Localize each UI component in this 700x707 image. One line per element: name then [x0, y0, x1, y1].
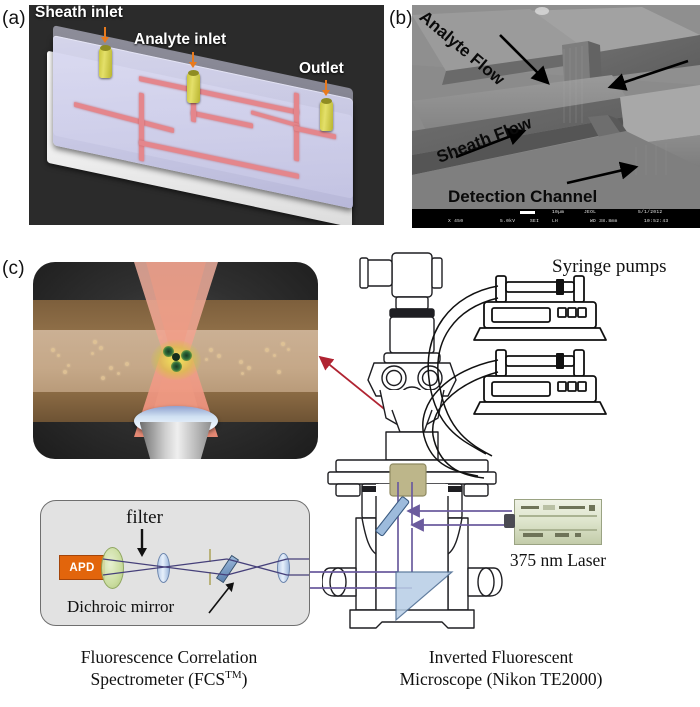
scope-dichroic-mirror: [375, 496, 410, 537]
sem-micrograph-graphic: [412, 5, 700, 228]
particle: [101, 376, 105, 380]
laser-output-aperture: [504, 514, 515, 528]
sem-time: 10:52:43: [644, 219, 669, 224]
laser-detail: [575, 533, 581, 537]
particle: [273, 354, 276, 357]
outlet-label: Outlet: [299, 60, 344, 77]
particle: [281, 342, 285, 346]
detection-channel-arrow-icon: [566, 161, 639, 185]
objective-barrel: [139, 422, 212, 459]
particle: [239, 360, 243, 364]
panel-b-sem-image: Analyte Flow Sheath Flow Detection Chann…: [412, 5, 700, 228]
fcs-internal-rays: [102, 558, 309, 614]
filter-label: filter: [126, 507, 163, 528]
sem-working-distance: WD 38.8mm: [590, 219, 618, 224]
sem-signal: SEI: [530, 219, 540, 224]
particle: [277, 370, 281, 374]
laser-detail: [519, 515, 597, 517]
focus-particle: [171, 361, 182, 372]
particle: [109, 366, 113, 370]
apd-detector: APD: [59, 555, 105, 580]
sheath-flow-arrow-icon: [455, 128, 527, 159]
scope-prism: [395, 571, 454, 622]
laser-focus-inset: [33, 262, 318, 459]
particle: [287, 348, 290, 351]
fcs-caption-line1: Fluorescence Correlation: [80, 647, 258, 667]
sem-magnification: X 450: [448, 219, 464, 224]
focus-particle: [163, 346, 174, 357]
particle: [265, 348, 269, 352]
sem-scale-bar-icon: [520, 211, 535, 214]
focus-particle-core: [172, 353, 180, 361]
sheath-inlet-label: Sheath inlet: [35, 5, 123, 21]
panel-b-label: (b): [389, 8, 413, 29]
sem-scale-value: 10µm: [552, 210, 565, 215]
laser-detail: [523, 533, 543, 537]
sem-flow-arrows: [455, 34, 689, 185]
microscope-caption-line1: Inverted Fluorescent: [428, 647, 574, 667]
panel-a-label: (a): [2, 8, 26, 29]
uv-laser-module: [504, 499, 602, 545]
pinhole-top: [209, 549, 211, 562]
channel-loop-left: [139, 92, 144, 162]
sem-date: 5/1/2012: [638, 210, 663, 215]
outflow-arrow-icon: [607, 59, 689, 91]
laser-detail: [519, 529, 597, 531]
microscope-caption-line2: Microscope (Nikon TE2000): [399, 669, 603, 690]
sem-voltage: 5.0kV: [500, 219, 516, 224]
particle: [91, 352, 94, 355]
particle: [57, 354, 60, 357]
port-outlet: [320, 98, 333, 131]
particle: [99, 346, 103, 350]
particle: [217, 354, 221, 358]
focus-particle: [181, 350, 192, 361]
fcs-caption-line2-pre: Spectrometer (FCS: [90, 669, 226, 690]
laser-detail: [521, 506, 539, 509]
dichroic-mirror-label: Dichroic mirror: [67, 597, 175, 616]
particle: [117, 372, 120, 375]
sem-info-bar: 10µm JEOL 5/1/2012 X 450 5.0kV SEI LH WD…: [412, 209, 700, 228]
laser-detail: [589, 505, 595, 511]
particle: [247, 366, 251, 370]
particle: [209, 348, 213, 352]
particle: [51, 348, 55, 352]
filter-arrow-icon: [137, 529, 147, 557]
fcs-caption-line2-post: ): [241, 669, 248, 690]
port-sheath-inlet: [99, 45, 112, 78]
fcs-instrument-box: filter APD Dichroic mirror: [40, 500, 310, 626]
emission-filter-element: [101, 547, 124, 589]
fcs-caption-line2: Spectrometer (FCSTM): [14, 668, 324, 690]
syringe-pumps-label: Syringe pumps: [552, 256, 667, 277]
optical-beam-paths: [308, 482, 512, 622]
sem-detector: LH: [552, 219, 559, 224]
fcs-caption: Fluorescence Correlation Spectrometer (F…: [14, 646, 324, 691]
analyte-flow-arrow-icon: [499, 34, 550, 85]
laser-detail: [559, 506, 585, 509]
particle: [63, 370, 67, 374]
syringe-pumps-drawing: [473, 275, 607, 415]
particle: [241, 372, 244, 375]
particle: [67, 364, 70, 367]
particle: [205, 358, 208, 361]
panel-c-schematic: (c): [0, 236, 700, 707]
laser-detail: [555, 533, 569, 537]
panel-a-chip-photo: Sheath inlet Analyte inlet Outlet: [29, 5, 384, 225]
laser-caption: 375 nm Laser: [509, 550, 607, 570]
port-analyte-inlet: [187, 70, 200, 103]
sem-maker: JEOL: [584, 210, 597, 215]
fcs-trademark-sup: TM: [225, 669, 242, 682]
analyte-inlet-label: Analyte inlet: [134, 31, 227, 48]
panel-c-label: (c): [2, 258, 25, 279]
particle: [93, 340, 97, 344]
pinhole-bottom: [209, 572, 211, 585]
particle: [125, 362, 129, 366]
detection-channel-label: Detection Channel: [448, 187, 598, 206]
microscope-caption: Inverted Fluorescent Microscope (Nikon T…: [336, 646, 666, 691]
laser-detail: [543, 505, 555, 510]
sample-chip-holder: [389, 463, 427, 497]
dichroic-pointer-line: [208, 584, 232, 614]
